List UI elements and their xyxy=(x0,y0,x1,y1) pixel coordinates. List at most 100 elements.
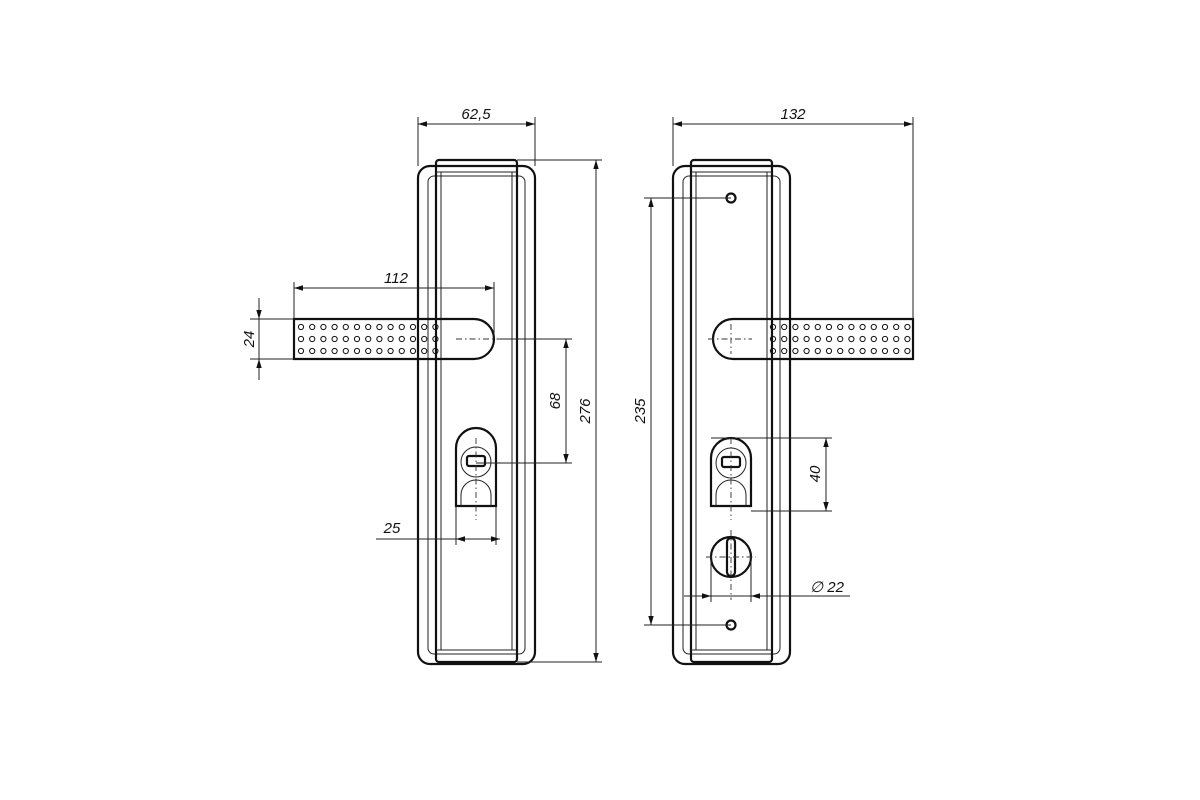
grip-dot xyxy=(353,347,361,355)
grip-dot xyxy=(376,335,383,343)
grip-dot xyxy=(409,323,417,331)
grip-dot xyxy=(387,335,394,343)
dim-cylinder-height: 40 xyxy=(711,437,832,512)
grip-dot xyxy=(837,323,844,331)
dim-width-left: 62,5 xyxy=(417,106,536,166)
grip-dot xyxy=(881,323,889,331)
left-lever-handle xyxy=(292,317,500,361)
grip-dot xyxy=(365,335,372,343)
grip-dot xyxy=(331,323,338,331)
grip-dot xyxy=(893,347,900,355)
grip-dot xyxy=(297,347,305,355)
grip-dot xyxy=(825,335,833,343)
grip-dot xyxy=(881,335,889,343)
grip-dot xyxy=(837,335,844,343)
grip-dot xyxy=(331,347,338,355)
right-view: 132 235 40 ∅ 22 xyxy=(632,106,915,666)
right-lever-handle xyxy=(708,317,915,361)
grip-dot xyxy=(297,323,305,331)
grip-dot xyxy=(309,347,316,355)
grip-dot xyxy=(421,335,428,343)
dim-label-62-5: 62,5 xyxy=(461,106,491,123)
dim-label-235: 235 xyxy=(632,398,649,425)
grip-dot xyxy=(904,347,911,355)
dim-label-40: 40 xyxy=(807,465,824,482)
dim-lever-length: 112 xyxy=(293,270,495,339)
grip-dot xyxy=(421,323,428,331)
grip-dot xyxy=(893,335,900,343)
left-view: 62,5 112 24 68 xyxy=(241,106,602,666)
grip-dot xyxy=(848,335,855,343)
grip-dot xyxy=(376,323,383,331)
dim-label-d22: ∅ 22 xyxy=(810,579,845,596)
dim-label-68: 68 xyxy=(547,392,564,409)
grip-dot xyxy=(814,335,821,343)
grip-dot xyxy=(398,323,405,331)
grip-dot xyxy=(848,347,855,355)
lever-grip-dots xyxy=(769,323,911,355)
grip-dot xyxy=(859,323,866,331)
dim-label-25: 25 xyxy=(383,520,401,537)
left-escutcheon-plate xyxy=(416,158,537,666)
grip-dot xyxy=(792,347,799,355)
grip-dot xyxy=(803,347,810,355)
grip-dot xyxy=(432,335,439,343)
grip-dot xyxy=(803,335,810,343)
grip-dot xyxy=(893,323,900,331)
grip-dot xyxy=(814,323,821,331)
right-cylinder-cutout xyxy=(709,436,753,520)
grip-dot xyxy=(353,323,361,331)
grip-dot xyxy=(331,335,338,343)
grip-dot xyxy=(904,323,911,331)
grip-dot xyxy=(432,323,439,331)
grip-dot xyxy=(769,347,777,355)
lever-grip-dots xyxy=(297,323,439,355)
grip-dot xyxy=(398,335,405,343)
grip-dot xyxy=(421,347,428,355)
grip-dot xyxy=(309,323,316,331)
grip-dot xyxy=(365,347,372,355)
grip-dot xyxy=(781,347,788,355)
grip-dot xyxy=(409,347,417,355)
grip-dot xyxy=(409,335,417,343)
grip-dot xyxy=(387,347,394,355)
thumb-turn xyxy=(706,530,756,600)
grip-dot xyxy=(803,323,810,331)
grip-dot xyxy=(859,347,866,355)
grip-dot xyxy=(825,347,833,355)
grip-dot xyxy=(848,323,855,331)
grip-dot xyxy=(870,335,877,343)
dim-screw-spacing: 235 xyxy=(632,197,731,626)
dim-width-right: 132 xyxy=(672,106,914,319)
grip-dot xyxy=(353,335,361,343)
dim-label-112: 112 xyxy=(384,270,409,287)
dim-height-left: 276 xyxy=(517,159,602,663)
grip-dot xyxy=(814,347,821,355)
grip-dot xyxy=(320,323,327,331)
dim-thumbturn-diameter: ∅ 22 xyxy=(684,557,850,602)
grip-dot xyxy=(342,335,349,343)
dim-label-24: 24 xyxy=(241,331,258,349)
grip-dot xyxy=(881,347,889,355)
grip-dot xyxy=(309,335,316,343)
grip-dot xyxy=(398,347,405,355)
dim-lever-height: 24 xyxy=(241,298,294,380)
grip-dot xyxy=(432,347,439,355)
grip-dot xyxy=(342,323,349,331)
grip-dot xyxy=(904,335,911,343)
grip-dot xyxy=(781,335,788,343)
grip-dot xyxy=(870,347,877,355)
grip-dot xyxy=(365,323,372,331)
left-cylinder-cutout xyxy=(454,426,498,520)
grip-dot xyxy=(825,323,833,331)
grip-dot xyxy=(792,335,799,343)
grip-dot xyxy=(837,347,844,355)
grip-dot xyxy=(387,323,394,331)
grip-dot xyxy=(297,335,305,343)
grip-dot xyxy=(342,347,349,355)
grip-dot xyxy=(870,323,877,331)
grip-dot xyxy=(859,335,866,343)
right-escutcheon-plate xyxy=(671,158,792,666)
dim-label-276: 276 xyxy=(577,398,594,425)
